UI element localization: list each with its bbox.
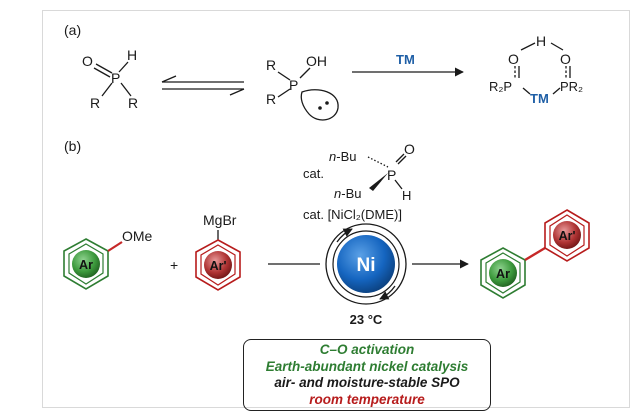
pa-phosphorus: P — [289, 77, 298, 93]
feature-co-activation: C–O activation — [319, 342, 415, 357]
product-ar-prime-label: Ar' — [559, 229, 576, 243]
ligand-oxygen: O — [404, 141, 415, 157]
complex-tm: TM — [530, 91, 549, 106]
spo-hydrogen: H — [127, 47, 137, 63]
panel-b-label: (b) — [64, 138, 81, 154]
ligand-nbu-bottom: n-Bu — [334, 186, 361, 201]
lone-pair-dot — [318, 106, 322, 110]
equilibrium-arrow — [161, 75, 245, 96]
pa-r-top: R — [266, 57, 276, 73]
feature-stable-spo: air- and moisture-stable SPO — [274, 375, 460, 390]
temperature-label: 23 °C — [350, 312, 383, 327]
spo-ligand-structure — [367, 153, 407, 190]
substrate-ar-label: Ar — [79, 258, 93, 272]
grignard-mgbr: MgBr — [203, 212, 237, 228]
complex-pr2-left: R₂P — [489, 79, 512, 94]
spo-phosphorus: P — [111, 70, 120, 86]
grignard-arene — [195, 230, 241, 291]
figure-frame — [42, 10, 630, 408]
spo-oxygen: O — [82, 53, 93, 69]
ligand-hydrogen: H — [402, 188, 411, 203]
feature-room-temperature: room temperature — [309, 391, 425, 407]
product-biaryl — [480, 209, 590, 299]
spo-r-right: R — [128, 95, 138, 111]
lone-pair-dot — [325, 101, 329, 105]
ligand-phosphorus: P — [387, 167, 396, 183]
phosphinous-acid-structure — [277, 67, 339, 121]
pa-hydroxyl: OH — [306, 53, 327, 69]
substrate-ome: OMe — [122, 228, 153, 244]
features-box: C–O activation Earth-abundant nickel cat… — [243, 339, 491, 411]
substrate-arene — [63, 238, 123, 290]
tm-arrow-label: TM — [396, 52, 415, 67]
nickel-label: Ni — [357, 255, 376, 276]
wedge-bond — [369, 173, 388, 191]
complex-oxygen-right: O — [560, 51, 571, 67]
catalyst-label-top: cat. — [303, 166, 324, 181]
catalytic-cycle — [325, 223, 407, 305]
catalyst-label-bottom: cat. [NiCl₂(DME)] — [303, 207, 402, 222]
complex-hydrogen: H — [536, 33, 546, 49]
product-ar-label: Ar — [496, 267, 510, 281]
panel-a-label: (a) — [64, 22, 81, 38]
ligand-nbu-top: n-Bu — [329, 149, 356, 164]
complex-pr2-right: PR₂ — [560, 79, 583, 94]
grignard-ar-label: Ar' — [210, 259, 227, 273]
feature-nickel-catalysis: Earth-abundant nickel catalysis — [265, 358, 469, 374]
spo-structure — [93, 61, 132, 97]
plus-sign: + — [170, 257, 178, 273]
pa-r-bottom: R — [266, 91, 276, 107]
spo-r-left: R — [90, 95, 100, 111]
tm-complex-structure — [514, 42, 571, 95]
complex-oxygen-left: O — [508, 51, 519, 67]
